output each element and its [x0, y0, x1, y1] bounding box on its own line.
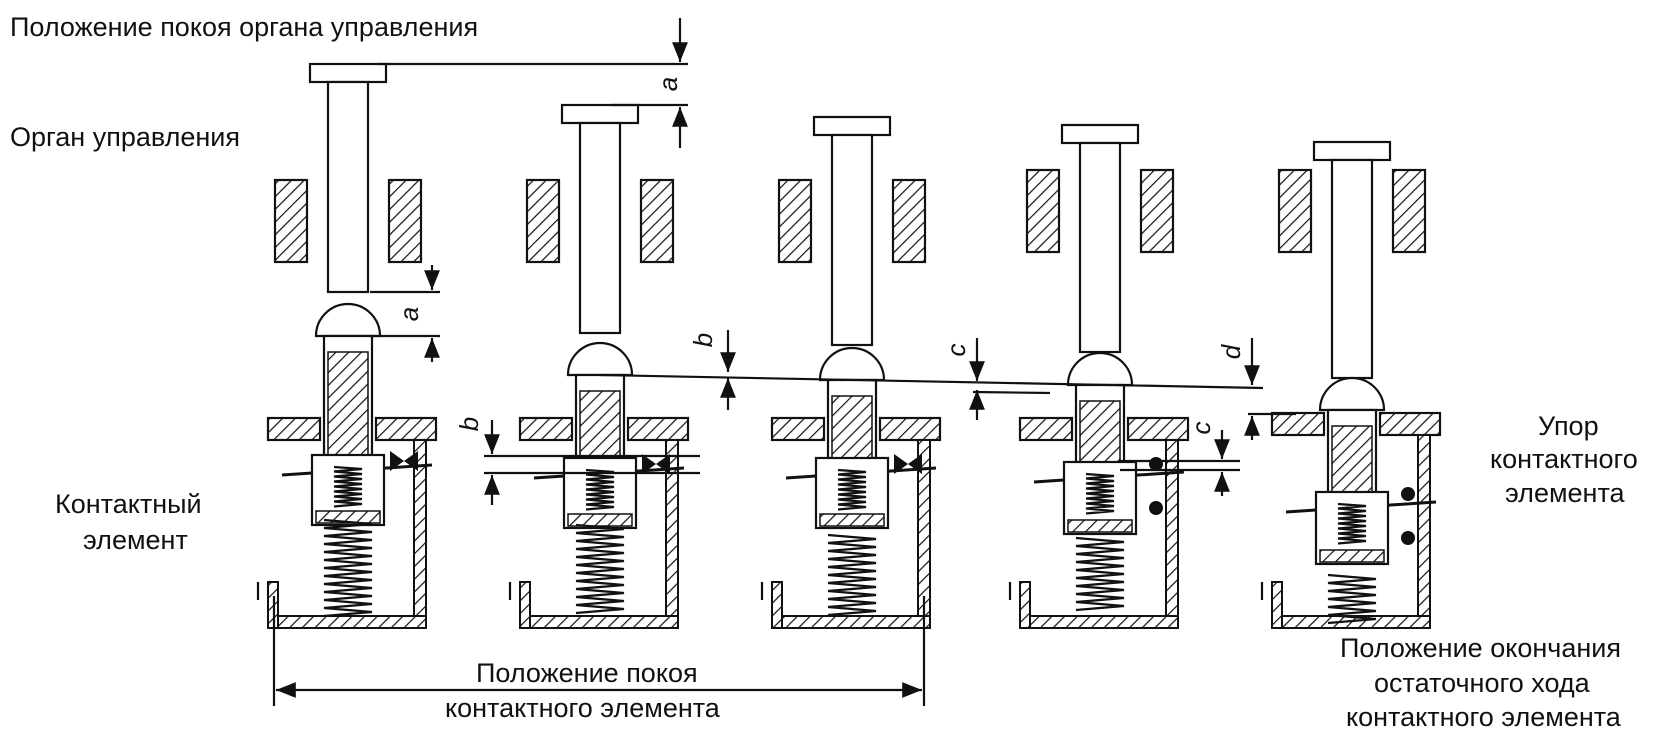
- contact-point: [894, 454, 922, 474]
- guide-sleeve-left: [1277, 168, 1313, 254]
- dim-label-a-top: a: [653, 77, 683, 91]
- housing-bottom: [771, 615, 931, 629]
- mechanism-unit: [1260, 140, 1442, 629]
- housing-bottom: [1019, 615, 1179, 629]
- contact-base: [1067, 519, 1133, 533]
- dim-label-a-side: a: [394, 307, 424, 321]
- control-rod: [578, 121, 622, 335]
- housing-wall-left: [771, 581, 783, 629]
- label-stop-line3: элемента: [1505, 478, 1626, 508]
- housing-top-right: [374, 416, 438, 442]
- control-cap: [560, 103, 640, 125]
- return-spring: [575, 523, 625, 615]
- control-rod: [326, 80, 370, 294]
- contact-point: [642, 454, 670, 474]
- housing-top-right: [878, 416, 942, 442]
- return-spring: [1327, 573, 1377, 625]
- label-stop-line1: Упор: [1538, 411, 1599, 441]
- contact-point-lower: [1401, 531, 1415, 545]
- housing-top-right: [626, 416, 690, 442]
- contact-dome: [1318, 376, 1386, 412]
- housing-top-right: [1126, 416, 1190, 442]
- plunger-hatch: [579, 390, 621, 459]
- housing-top-left: [770, 416, 826, 442]
- housing-top-left: [1018, 416, 1074, 442]
- housing-wall-left: [1271, 581, 1283, 629]
- ref-line-contact-rest: [599, 373, 1264, 390]
- housing-wall-left: [519, 581, 531, 629]
- guide-sleeve-right: [1139, 168, 1175, 254]
- mechanism-unit: [1008, 123, 1190, 629]
- control-cap: [308, 62, 388, 84]
- contact-point-lower: [1149, 501, 1163, 515]
- ref-line-c: [972, 390, 1051, 395]
- label-end-line1: Положение окончания: [1340, 633, 1621, 663]
- contact-point-upper: [1401, 487, 1415, 501]
- contact-point: [390, 451, 418, 471]
- dim-label-b-low: b: [454, 417, 484, 431]
- control-rod: [1330, 158, 1374, 380]
- label-rest-control: Положение покоя органа управления: [10, 12, 478, 42]
- inner-spring: [1337, 502, 1367, 545]
- contact-dome: [1066, 351, 1134, 387]
- inner-spring: [585, 468, 615, 511]
- inner-spring: [837, 468, 867, 511]
- housing-top-left: [518, 416, 574, 442]
- guide-sleeve-left: [525, 178, 561, 264]
- control-cap: [812, 115, 892, 137]
- return-spring: [323, 518, 373, 618]
- label-rest-contact-line2: контактного элемента: [445, 693, 721, 723]
- housing-top-right: [1378, 411, 1442, 437]
- return-spring: [1075, 536, 1125, 612]
- guide-sleeve-left: [777, 178, 813, 264]
- label-rest-contact-line1: Положение покоя: [476, 658, 698, 688]
- housing-bottom: [267, 615, 427, 629]
- guide-sleeve-left: [1025, 168, 1061, 254]
- housing-bottom: [519, 615, 679, 629]
- housing-wall-left: [1019, 581, 1031, 629]
- label-control: Орган управления: [10, 122, 240, 152]
- inner-spring: [333, 465, 363, 508]
- housing-top-left: [266, 416, 322, 442]
- guide-sleeve-right: [639, 178, 675, 264]
- guide-sleeve-right: [1391, 168, 1427, 254]
- mechanism-units: [256, 62, 1442, 629]
- housing-top-left: [1270, 411, 1326, 437]
- guide-sleeve-right: [387, 178, 423, 264]
- label-end-line3: контактного элемента: [1346, 702, 1622, 729]
- inner-spring: [1085, 472, 1115, 515]
- label-stop-line2: контактного: [1490, 444, 1638, 474]
- control-rod: [1078, 141, 1122, 354]
- contact-base: [819, 513, 885, 527]
- housing-wall-right: [1417, 434, 1431, 629]
- dim-label-d: d: [1216, 343, 1246, 359]
- label-contact-line2: элемент: [83, 525, 188, 555]
- dimension-annotations: a a b c d b c: [272, 18, 1296, 706]
- control-cap: [1312, 140, 1392, 162]
- guide-sleeve-right: [891, 178, 927, 264]
- dim-label-b-top: b: [688, 333, 718, 347]
- mechanism-unit: [256, 62, 438, 629]
- housing-wall-right: [1165, 439, 1179, 629]
- return-spring: [827, 533, 877, 617]
- contact-dome: [314, 302, 382, 338]
- plunger-hatch: [831, 395, 873, 459]
- mechanism-unit: [508, 103, 690, 629]
- dim-label-c-top: c: [941, 344, 971, 357]
- plunger-hatch: [327, 351, 369, 456]
- contact-base: [1319, 549, 1385, 563]
- control-rod: [830, 133, 874, 347]
- control-cap: [1060, 123, 1140, 145]
- plunger-hatch: [1331, 425, 1373, 493]
- label-contact-line1: Контактный: [55, 489, 202, 519]
- contact-dome: [566, 341, 634, 377]
- label-end-line2: остаточного хода: [1374, 668, 1591, 698]
- mechanism-unit: [760, 115, 942, 629]
- dim-label-c-low: c: [1186, 422, 1216, 435]
- guide-sleeve-left: [273, 178, 309, 264]
- contact-dome: [818, 346, 886, 382]
- plunger-hatch: [1079, 400, 1121, 463]
